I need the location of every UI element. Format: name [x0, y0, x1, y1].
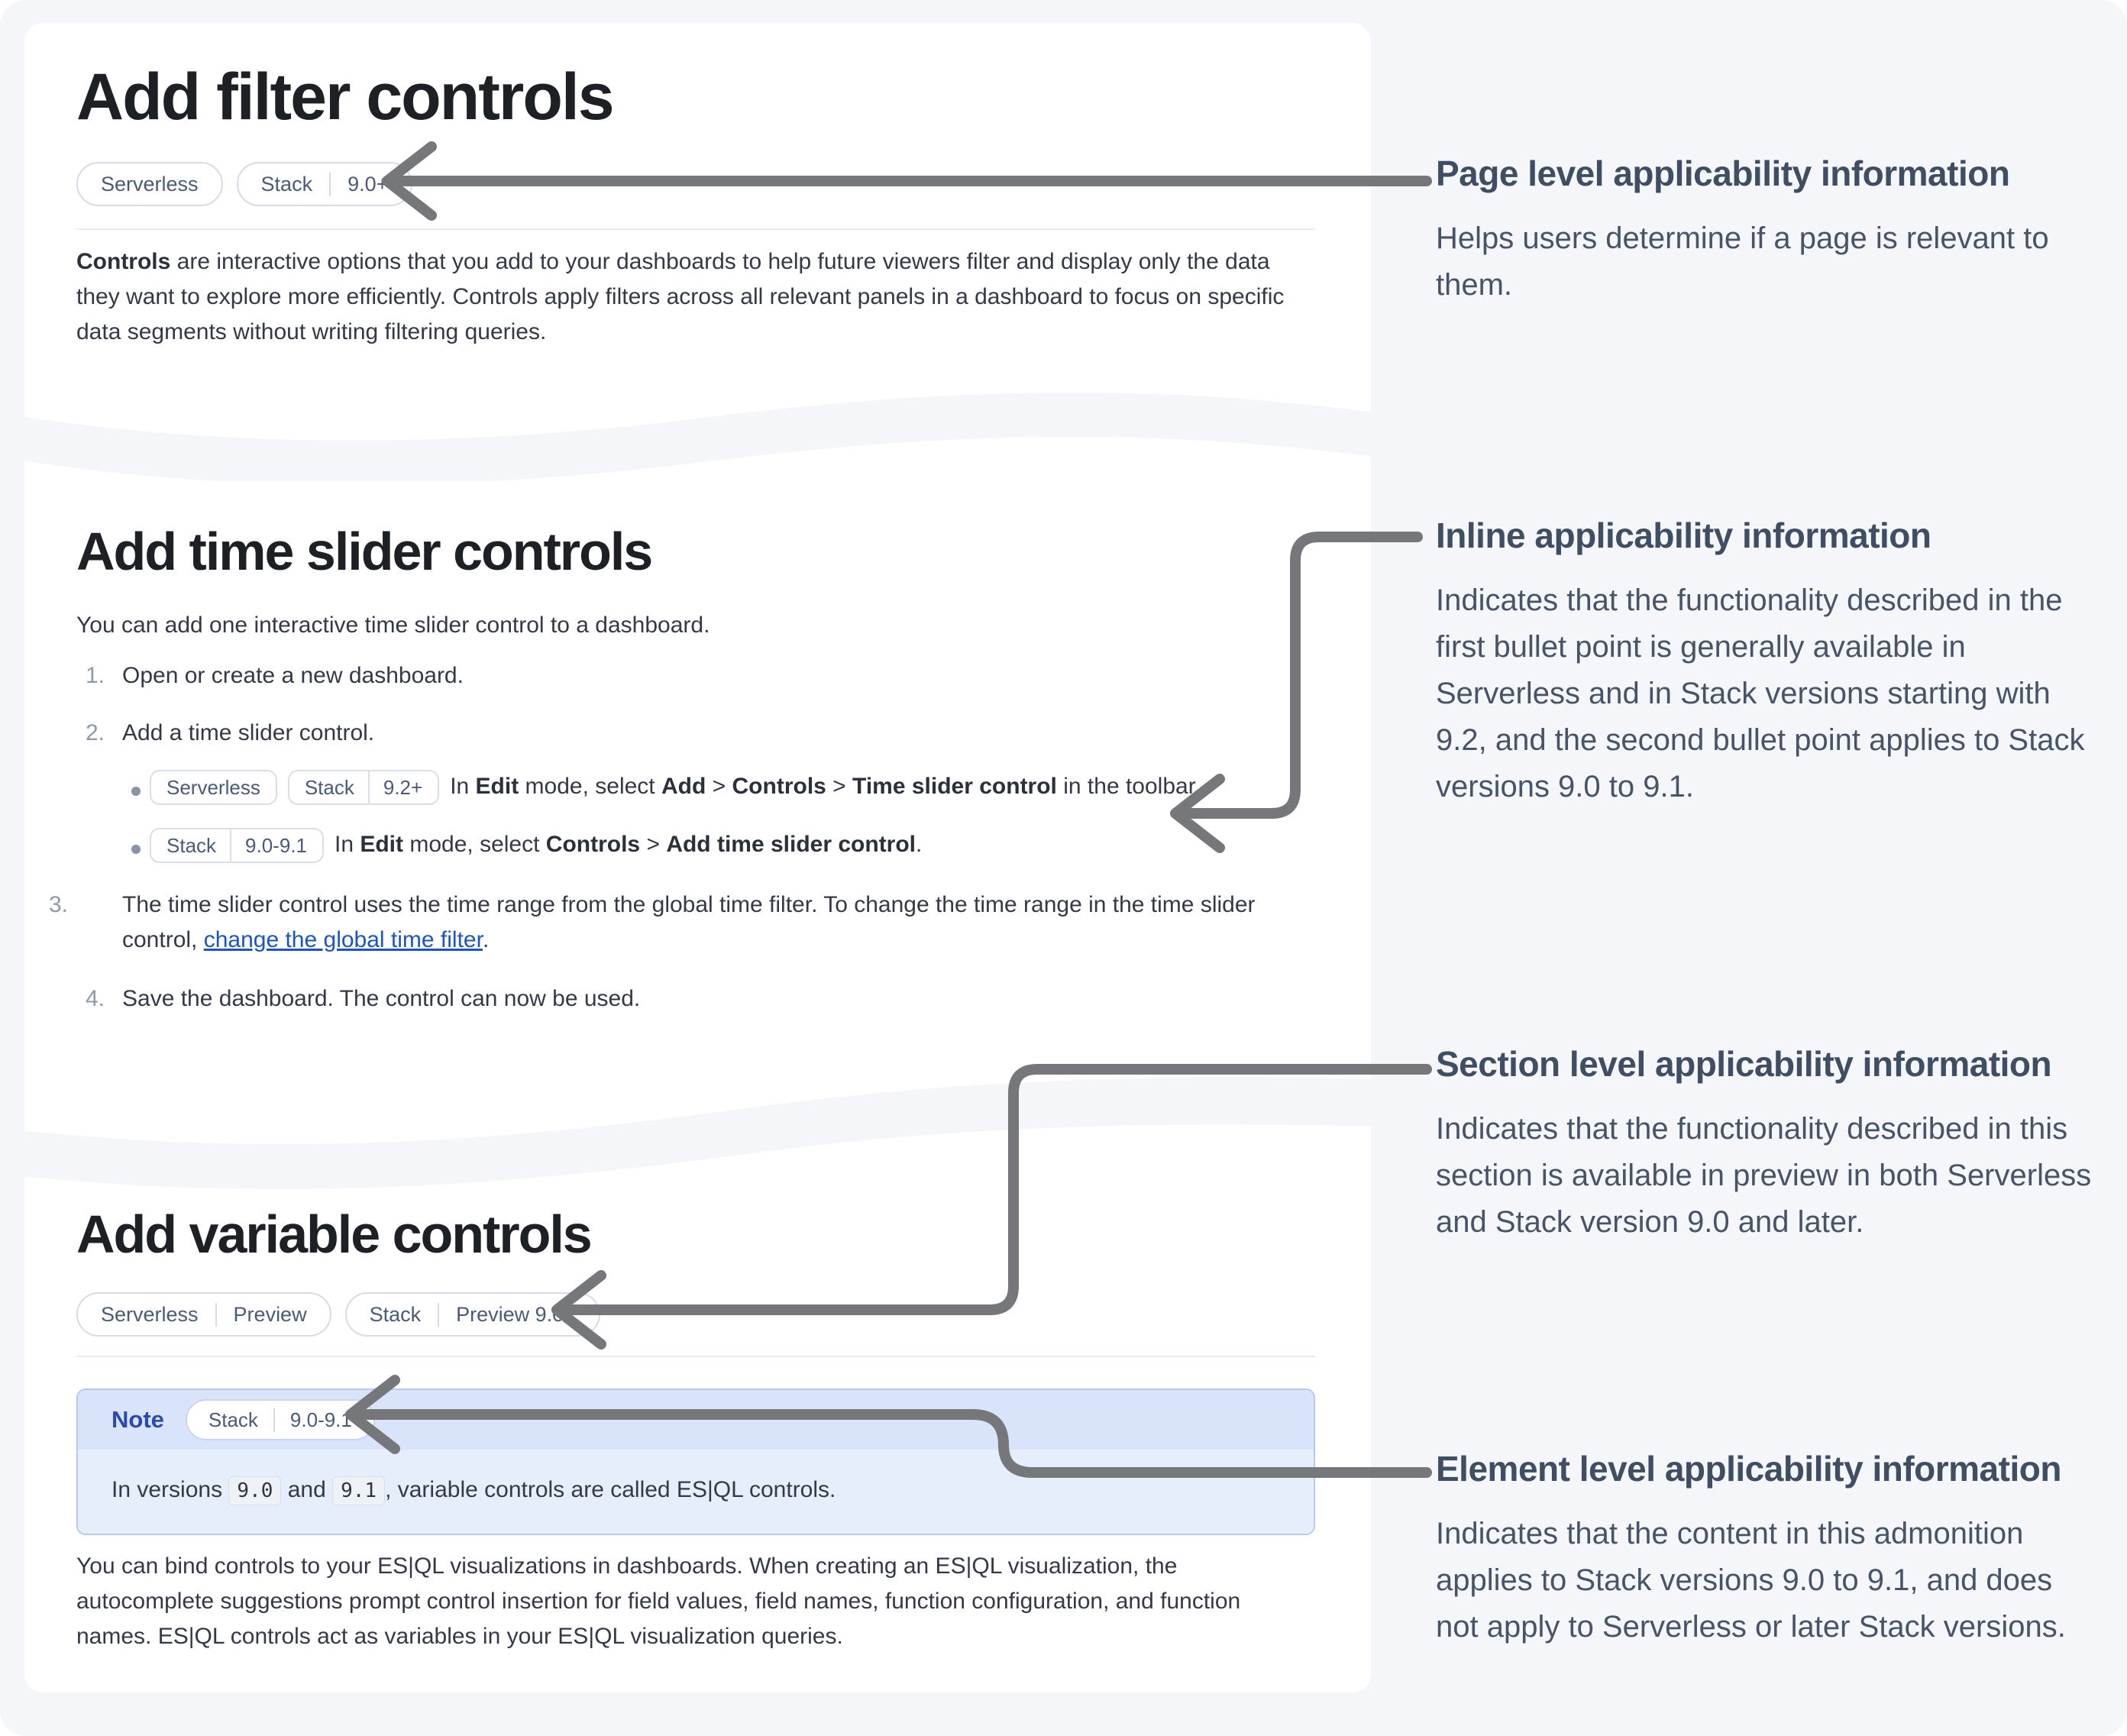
page-title: Add filter controls: [76, 60, 615, 134]
section-applicability-badges: Serverless Preview Stack Preview 9.0+: [76, 1292, 600, 1337]
annotation-heading: Inline applicability information: [1436, 516, 1931, 555]
inline-code: 9.1: [332, 1476, 386, 1505]
annotation-heading: Page level applicability information: [1436, 154, 2010, 193]
esql-paragraph: You can bind controls to your ES|QL visu…: [76, 1553, 1241, 1649]
step-marker: 1.: [86, 663, 105, 688]
annotation-body: Indicates that the content in this admon…: [1436, 1517, 2066, 1644]
note-badge-stack[interactable]: Stack 9.0-9.1: [185, 1399, 375, 1440]
annotation-body: Indicates that the functionality describ…: [1436, 1112, 2092, 1239]
annotation-page-level: Page level applicability information Hel…: [1436, 153, 2097, 309]
note-title: Note: [112, 1406, 164, 1433]
badge-label: Serverless: [166, 776, 260, 800]
annotation-body: Indicates that the functionality describ…: [1436, 584, 2085, 803]
badge-version: 9.0-9.1: [230, 828, 307, 864]
badge-version: 9.0-9.1: [273, 1408, 352, 1432]
ordered-step-1: 1.Open or create a new dashboard.: [86, 658, 464, 693]
ordered-step-4: 4.Save the dashboard. The control can no…: [86, 981, 640, 1017]
badge-label: Stack: [208, 1408, 258, 1431]
badge-label: Stack: [369, 1302, 422, 1326]
bullet-item-2: Stack 9.0-9.1 In Edit mode, select Contr…: [150, 827, 1311, 864]
page-section-card: [24, 23, 1371, 428]
badge-stack[interactable]: Stack 9.0+: [236, 162, 413, 206]
page-applicability-badges: Serverless Stack 9.0+: [76, 162, 413, 206]
badge-lifecycle: Preview: [215, 1302, 307, 1327]
annotation-element-level: Element level applicability information …: [1436, 1448, 2097, 1650]
inline-badge-serverless[interactable]: Serverless: [150, 770, 277, 806]
divider: [76, 1356, 1315, 1357]
annotation-heading: Element level applicability information: [1436, 1449, 2061, 1489]
annotation-section-level: Section level applicability information …: [1436, 1043, 2097, 1246]
section-title-variable-controls: Add variable controls: [76, 1204, 593, 1264]
badge-version: 9.0+: [329, 172, 388, 196]
badge-label: Stack: [260, 172, 313, 196]
note-body: In versions 9.0 and 9.1, variable contro…: [78, 1450, 1314, 1534]
badge-label: Serverless: [101, 1302, 199, 1326]
note-header: Note Stack 9.0-9.1: [78, 1390, 1314, 1450]
badge-serverless[interactable]: Serverless: [76, 162, 223, 206]
section-intro: You can add one interactive time slider …: [76, 613, 710, 638]
bullet-dot: [131, 845, 141, 854]
badge-version: 9.2+: [367, 770, 422, 806]
intro-paragraph: Controls are interactive options that yo…: [76, 249, 1285, 344]
badge-stack-preview[interactable]: Stack Preview 9.0+: [344, 1292, 600, 1337]
global-time-filter-link[interactable]: change the global time filter: [203, 927, 483, 952]
badge-label: Stack: [166, 834, 217, 858]
annotation-heading: Section level applicability information: [1436, 1044, 2052, 1084]
badge-serverless-preview[interactable]: Serverless Preview: [76, 1292, 331, 1337]
bullet-dot: [131, 787, 141, 796]
inline-badge-stack[interactable]: Stack 9.0-9.1: [150, 828, 324, 864]
note-admonition: Note Stack 9.0-9.1 In versions 9.0 and 9…: [76, 1388, 1315, 1535]
ordered-step-2: 2.Add a time slider control.: [86, 716, 374, 751]
section-title-time-slider: Add time slider controls: [76, 522, 653, 581]
step-marker: 4.: [86, 986, 105, 1011]
annotation-body: Helps users determine if a page is relev…: [1436, 221, 2049, 302]
bold-term: Controls: [76, 249, 171, 274]
annotation-inline-level: Inline applicability information Indicat…: [1436, 515, 2097, 810]
badge-label: Serverless: [101, 172, 199, 196]
step-marker: 3.: [49, 892, 69, 917]
inline-code: 9.0: [228, 1476, 282, 1505]
step-marker: 2.: [86, 720, 105, 745]
ordered-step-3: 3.The time slider control uses the time …: [49, 887, 1308, 958]
divider: [76, 228, 1315, 230]
inline-badge-stack[interactable]: Stack 9.2+: [287, 770, 440, 806]
badge-label: Stack: [304, 776, 354, 800]
badge-lifecycle-version: Preview 9.0+: [438, 1302, 576, 1327]
bullet-item-1: Serverless Stack 9.2+ In Edit mode, sele…: [150, 769, 1311, 806]
